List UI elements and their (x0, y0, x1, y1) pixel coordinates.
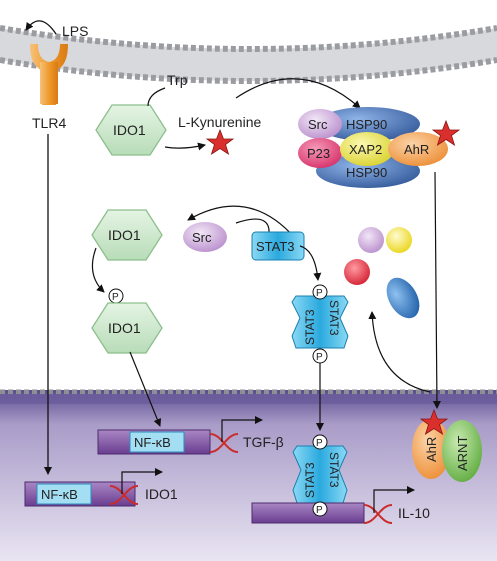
tgfb-label: TGF-β (243, 434, 284, 450)
ido1-gene-label: IDO1 (145, 486, 178, 502)
ido1-gene-dna (109, 485, 139, 505)
phospho-stat3-top-label: P (316, 288, 323, 299)
ahr-nuclear-label: AhR (424, 437, 439, 462)
kynurenine-star (205, 128, 235, 155)
ahr-complex-label: AhR (404, 142, 429, 157)
tgfb-promoter-arrow (221, 416, 263, 442)
ido1-hexagon-top (95, 104, 167, 156)
stat3-c-label: STAT3 (303, 462, 317, 498)
il10-dna (363, 504, 393, 524)
xap2-label: XAP2 (349, 142, 382, 157)
phospho-ido1-label: P (112, 292, 119, 303)
xap2-protein (340, 132, 394, 166)
ido1-gene-promoter-arrow (121, 468, 163, 494)
arnt-protein (442, 420, 482, 482)
ido1-hexagon-phos (91, 302, 163, 354)
phospho-stat3-top (312, 284, 328, 300)
nfkb-lower-gene: NF-κB (24, 481, 136, 507)
ahr-nuclear-star (419, 408, 449, 435)
p23-protein (298, 138, 342, 168)
nfkb-upper-gene: NF-κB (97, 429, 211, 455)
trp-arc (147, 87, 166, 107)
hsp90-bottom (316, 154, 420, 188)
ahr-to-nucleus-arrow (432, 171, 441, 409)
ligand-yellow-ball (386, 227, 412, 253)
kynurenine-to-complex-arrow (235, 78, 361, 109)
plasma-membrane (0, 25, 497, 84)
ahr-nuclear (412, 419, 450, 479)
ido1-top-label: IDO1 (113, 122, 146, 138)
arnt-label: ARNT (455, 436, 470, 471)
lps-label: LPS (62, 23, 88, 39)
hsp90-top-label: HSP90 (346, 117, 387, 132)
stat3-b-label: STAT3 (327, 300, 341, 336)
lps-arrow (25, 20, 57, 35)
il10-promoter-arrow (373, 486, 415, 513)
src-complex-label: Src (308, 117, 328, 132)
phospho-stat3-nuc-bottom-label: P (316, 505, 323, 516)
ligand-purple-ball (358, 227, 384, 253)
p23-label: P23 (307, 146, 330, 161)
stat3-single (251, 231, 305, 261)
src-mid (183, 222, 227, 252)
phospho-stat3-nuc-top (312, 434, 328, 450)
ligand-blue-ellipse (386, 277, 420, 319)
stat3-single-label: STAT3 (256, 239, 295, 254)
hsp90-bottom-label: HSP90 (346, 165, 387, 180)
tlr4-label: TLR4 (32, 115, 66, 131)
tlr4-receptor (30, 44, 68, 105)
trp-label: Trp (167, 72, 188, 88)
ido1-phos-label: IDO1 (108, 320, 141, 336)
hsp90-top (316, 107, 420, 141)
ahr-loop-arrow (368, 311, 431, 393)
src-mid-label: Src (192, 230, 212, 245)
nfkb-upper-label: NF-κB (134, 435, 171, 450)
stat3-dimer-upper: STAT3 STAT3 (291, 295, 349, 349)
nucleus-region (0, 389, 497, 561)
tgfb-dna (209, 433, 239, 453)
ahr-complex (388, 132, 448, 166)
stat3-a-label: STAT3 (303, 309, 317, 345)
stat3-d-label: STAT3 (327, 452, 341, 488)
stat3-to-dimer-arrow (299, 245, 322, 281)
src-complex (298, 109, 342, 139)
l-kynurenine-label: L-Kynurenine (178, 114, 261, 130)
ido1-phospho-arrow (91, 247, 105, 293)
stat3-dimer-nuclear: STAT3 STAT3 (292, 445, 348, 504)
ligand-red-ball (344, 259, 370, 285)
il10-label: IL-10 (398, 505, 430, 521)
ido1-hexagon-mid (91, 209, 163, 261)
src-to-ido1-arrow (187, 205, 296, 239)
ido1-to-kynurenine-arrow (164, 142, 206, 151)
phospho-stat3-nuc-bottom (312, 501, 328, 517)
ido1-to-nfkb-arrow (129, 351, 162, 427)
ido1-mid-label: IDO1 (108, 227, 141, 243)
ahr-ligand-star (431, 119, 461, 146)
ahr-cytoplasmic-complex: Src HSP90 P23 XAP2 AhR HSP90 (298, 107, 448, 188)
phospho-stat3-nuc-top-label: P (316, 438, 323, 449)
phospho-stat3-bottom-label: P (316, 352, 323, 363)
il10-gene-bar (251, 502, 365, 524)
nfkb-lower-label: NF-κB (41, 487, 78, 502)
